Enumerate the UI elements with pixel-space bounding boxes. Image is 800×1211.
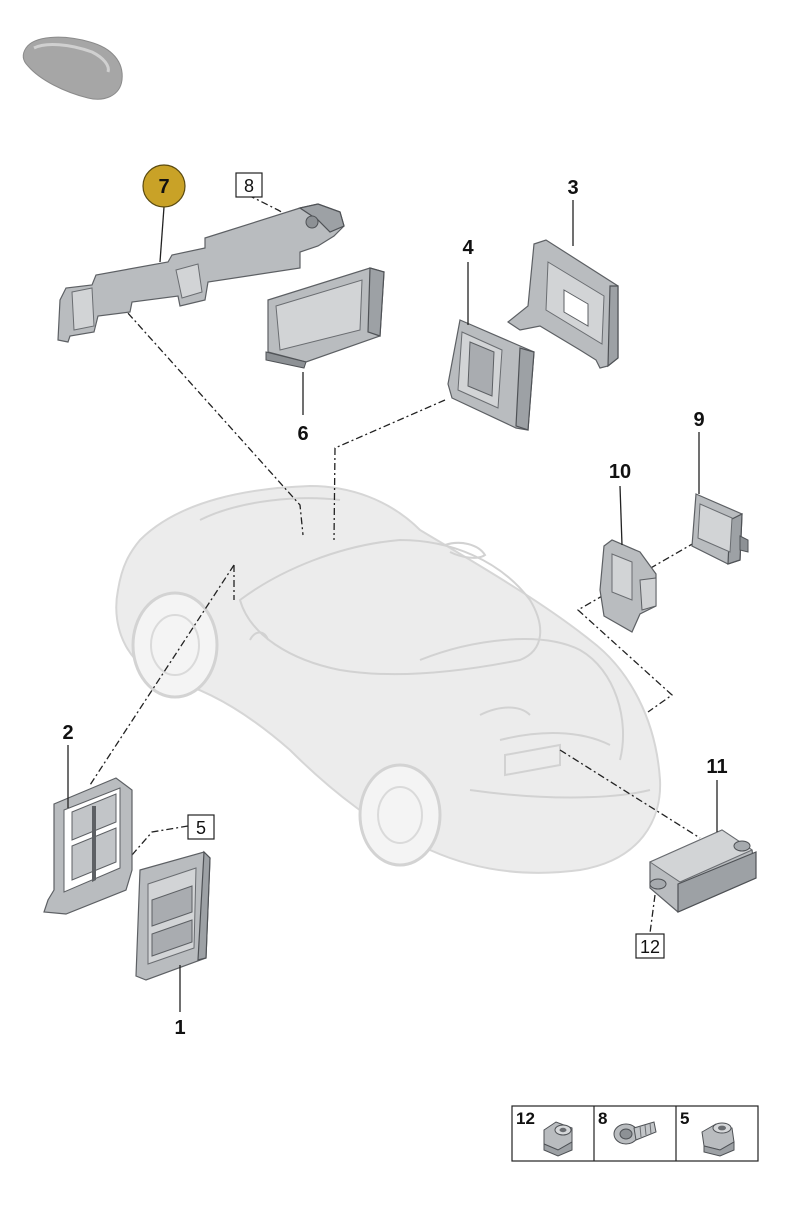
part-2-bracket-frame[interactable] xyxy=(43,777,133,915)
callout-12-label: 12 xyxy=(640,937,660,957)
legend-number-5: 5 xyxy=(680,1109,689,1128)
callout-5-label: 5 xyxy=(196,818,206,838)
callout-6-label[interactable]: 6 xyxy=(297,423,308,445)
legend-cell-5[interactable]: 5 xyxy=(680,1109,735,1157)
legend-cell-12[interactable]: 12 xyxy=(516,1109,573,1157)
callout-7-label: 7 xyxy=(158,176,169,198)
legend-number-12: 12 xyxy=(516,1109,535,1128)
callout-7-badge[interactable]: 7 xyxy=(142,164,186,208)
callout-9-label[interactable]: 9 xyxy=(693,409,704,431)
part-9-sensor-module[interactable] xyxy=(691,493,749,565)
flange-bolt-icon xyxy=(613,1121,657,1145)
callout-8-label: 8 xyxy=(244,176,254,196)
callout-10-label[interactable]: 10 xyxy=(609,461,631,483)
part-7-mounting-bracket[interactable] xyxy=(57,203,345,343)
collar-nut-icon xyxy=(701,1122,735,1157)
callout-4-label[interactable]: 4 xyxy=(462,237,474,259)
callout-1-label[interactable]: 1 xyxy=(174,1017,185,1039)
part-11-electronic-module[interactable] xyxy=(648,829,757,913)
callout-5-box[interactable]: 5 xyxy=(187,814,215,840)
part-6-display-module[interactable] xyxy=(265,267,385,369)
legend-cell-8[interactable]: 8 xyxy=(598,1109,657,1145)
callout-3-label[interactable]: 3 xyxy=(567,177,578,199)
fastener-legend: 12 8 5 xyxy=(511,1105,759,1162)
part-3-bracket-frame[interactable] xyxy=(506,239,619,369)
car-body-illustration xyxy=(115,484,662,874)
car-silhouette-thumbnail[interactable] xyxy=(22,36,123,100)
callout-8-box[interactable]: 8 xyxy=(235,172,263,198)
legend-number-8: 8 xyxy=(598,1109,607,1128)
collar-nut-icon xyxy=(543,1121,573,1157)
callout-2-label[interactable]: 2 xyxy=(62,722,73,744)
callout-12-box[interactable]: 12 xyxy=(635,933,665,959)
callout-11-label[interactable]: 11 xyxy=(706,756,727,778)
part-1-control-unit[interactable] xyxy=(135,850,211,981)
part-10-holder[interactable] xyxy=(599,539,657,633)
leader-lines xyxy=(67,200,718,1012)
part-4-control-unit[interactable] xyxy=(447,319,535,431)
